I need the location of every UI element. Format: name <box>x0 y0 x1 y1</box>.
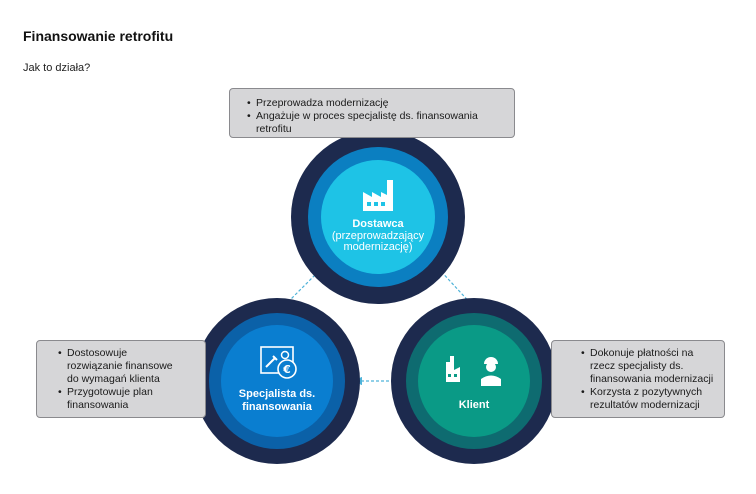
client-bullet: Dokonuje płatności na rzecz specjalisty … <box>581 347 718 386</box>
specialist-bullets: Dostosowuje rozwiązanie finansowe do wym… <box>55 347 181 412</box>
specialist-label-line2: finansowania <box>242 401 313 413</box>
specialist-callout: Dostosowuje rozwiązanie finansowe do wym… <box>36 340 206 418</box>
client-ring-inner <box>418 325 530 437</box>
page-subtitle: Jak to działa? <box>23 62 91 74</box>
specialist-ring-inner <box>221 325 333 437</box>
factory-worker-icon <box>446 356 501 386</box>
factory-icon <box>363 180 393 211</box>
supplier-label: Dostawca <box>352 218 404 230</box>
page-title: Finansowanie retrofitu <box>23 28 174 44</box>
finance-settings-icon: € <box>260 346 297 379</box>
supplier-callout: Przeprowadza modernizację Angażuje w pro… <box>229 88 515 138</box>
svg-text:€: € <box>282 363 291 376</box>
supplier-node: Dostawca (przeprowadzający modernizację) <box>291 130 465 304</box>
supplier-sublabel-line1: (przeprowadzający <box>332 230 425 242</box>
specialist-node: € Specjalista ds. finansowania <box>194 298 360 464</box>
supplier-bullet: Przeprowadza modernizację <box>247 97 506 110</box>
specialist-bullet: Przygotowuje plan finansowania <box>58 386 181 412</box>
client-label: Klient <box>459 399 490 411</box>
supplier-ring-inner <box>321 160 435 274</box>
client-bullets: Dokonuje płatności na rzecz specjalisty … <box>578 347 718 412</box>
specialist-label-line1: Specjalista ds. <box>239 388 315 400</box>
specialist-bullet: Dostosowuje rozwiązanie finansowe do wym… <box>58 347 181 386</box>
supplier-sublabel-line2: modernizację) <box>343 241 412 253</box>
client-bullet: Korzysta z pozytywnych rezultatów modern… <box>581 386 718 412</box>
connector-supplier-client <box>436 266 475 308</box>
client-callout: Dokonuje płatności na rzecz specjalisty … <box>551 340 725 418</box>
client-node: Klient <box>391 298 557 464</box>
supplier-bullets: Przeprowadza modernizację Angażuje w pro… <box>244 97 506 136</box>
supplier-bullet: Angażuje w proces specjalistę ds. finans… <box>247 110 506 136</box>
connector-supplier-specialist <box>282 266 324 308</box>
